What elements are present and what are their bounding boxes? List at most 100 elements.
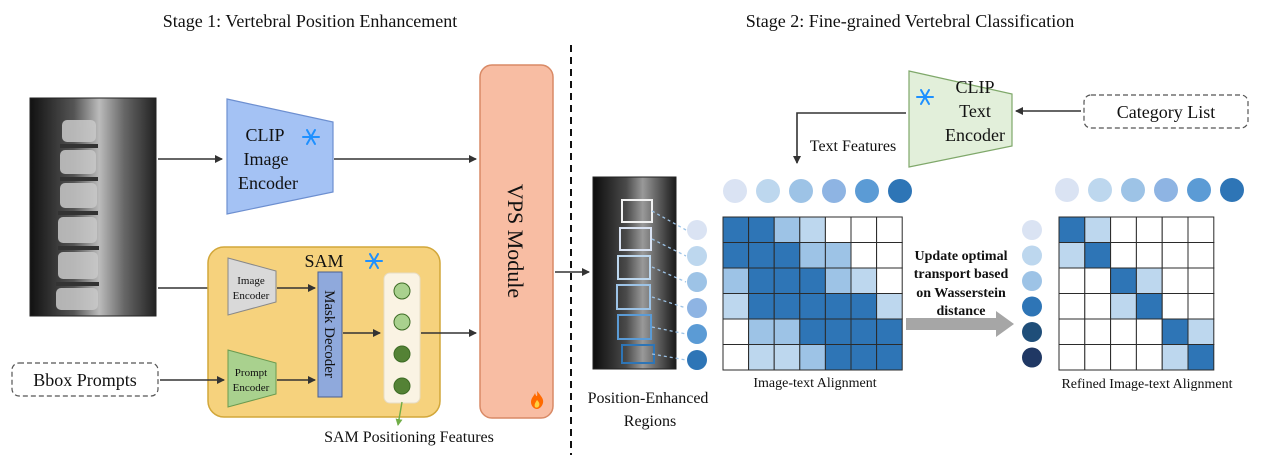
image-feature-circle (1022, 220, 1042, 240)
matrix-cell (1058, 318, 1086, 345)
refined-alignment-label: Refined Image-text Alignment (1061, 377, 1232, 392)
region-feature-circle (687, 298, 707, 318)
vps-module-label: VPS Module (503, 184, 528, 298)
bbox-prompts-label: Bbox Prompts (33, 370, 137, 390)
text-feature-circle (756, 179, 780, 203)
text-features-label: Text Features (810, 138, 896, 155)
matrix-cell (773, 293, 801, 320)
matrix-cell (1058, 293, 1086, 320)
image-text-alignment-matrix (722, 216, 903, 371)
clip-text-encoder-line3: Encoder (945, 125, 1005, 145)
position-enhanced-image (592, 176, 677, 370)
matrix-cell (1187, 242, 1215, 269)
mask-decoder: Mask Decoder (317, 271, 343, 398)
region-feature-circle (687, 272, 707, 292)
matrix-cell (1110, 242, 1137, 269)
fire-icon (531, 391, 544, 409)
text-feature-circle (888, 179, 912, 203)
image-feature-circle (1022, 347, 1042, 368)
matrix-cell (1084, 267, 1112, 294)
matrix-cell (799, 293, 826, 320)
clip-text-encoder: CLIP Text Encoder (908, 70, 1013, 168)
sam-token-circle (393, 313, 411, 331)
mri-input-image (29, 97, 157, 317)
matrix-cell (1161, 267, 1189, 294)
matrix-cell (876, 293, 903, 320)
sam-token-circle (393, 377, 411, 395)
matrix-cell (876, 216, 903, 243)
matrix-cell (1161, 216, 1189, 243)
matrix-cell (773, 242, 801, 269)
matrix-cell (1135, 318, 1163, 345)
matrix-cell (850, 344, 878, 371)
arrow-text-features (793, 112, 906, 164)
matrix-cell (722, 344, 750, 371)
update-label-line2: transport based (914, 267, 1009, 282)
clip-image-encoder-line1: CLIP (245, 125, 284, 145)
stage2-title: Stage 2: Fine-grained Vertebral Classifi… (746, 11, 1075, 31)
region-connector (651, 238, 687, 257)
region-connector (651, 266, 687, 283)
matrix-cell (773, 216, 801, 243)
update-label-line1: Update optimal (915, 249, 1008, 264)
sam-token-circle (393, 345, 411, 363)
matrix-cell (799, 216, 826, 243)
sam-title: SAM (304, 251, 343, 271)
matrix-cell (850, 293, 878, 320)
matrix-cell (876, 344, 903, 371)
image-feature-circle (1022, 245, 1042, 266)
matrix-cell (1161, 242, 1189, 269)
bbox-prompts-box: Bbox Prompts (11, 362, 159, 397)
matrix-cell (722, 293, 750, 320)
matrix-cell (850, 216, 878, 243)
matrix-cell (1135, 216, 1163, 243)
region-feature-circle (687, 350, 707, 370)
matrix-cell (1135, 293, 1163, 320)
text-feature-circle (789, 179, 813, 203)
text-feature-circle (723, 179, 747, 203)
sam-image-encoder-line2: Encoder (233, 290, 270, 302)
image-feature-circle (1022, 271, 1042, 291)
matrix-cell (1110, 267, 1137, 294)
update-label-line3: on Wasserstein (916, 286, 1006, 301)
matrix-cell (748, 242, 775, 269)
matrix-cell (1084, 216, 1112, 243)
matrix-cell (748, 318, 775, 345)
matrix-cell (850, 318, 878, 345)
matrix-cell (748, 344, 775, 371)
matrix-cell (722, 216, 750, 243)
vps-module: VPS Module (479, 64, 554, 419)
matrix-cell (1084, 344, 1112, 371)
text-feature-circle (1088, 178, 1112, 202)
sam-prompt-encoder: Prompt Encoder (227, 349, 277, 408)
matrix-cell (1187, 318, 1215, 345)
region-feature-circle (687, 220, 707, 240)
matrix-cell (799, 242, 826, 269)
matrix-cell (1110, 344, 1137, 371)
matrix-cell (1187, 216, 1215, 243)
matrix-cell (1084, 242, 1112, 269)
update-arrow (906, 311, 1014, 337)
clip-text-encoder-line2: Text (959, 101, 991, 121)
matrix-cell (824, 293, 852, 320)
matrix-cell (1187, 267, 1215, 294)
matrix-cell (1135, 344, 1163, 371)
clip-image-encoder-line2: Image (244, 149, 289, 169)
matrix-cell (1058, 267, 1086, 294)
clip-text-encoder-line1: CLIP (955, 77, 994, 97)
matrix-cell (773, 318, 801, 345)
matrix-cell (722, 242, 750, 269)
matrix-cell (1161, 318, 1189, 345)
matrix-cell (748, 216, 775, 243)
image-feature-circle (1022, 296, 1042, 317)
matrix-cell (1110, 216, 1137, 243)
sam-features-label: SAM Positioning Features (324, 429, 494, 446)
sam-token-circle (393, 282, 411, 300)
matrix-cell (773, 344, 801, 371)
alignment-label: Image-text Alignment (753, 376, 876, 391)
snowflake-icon (365, 253, 383, 269)
matrix-cell (824, 318, 852, 345)
matrix-cell (824, 344, 852, 371)
clip-image-encoder-line3: Encoder (238, 173, 298, 193)
